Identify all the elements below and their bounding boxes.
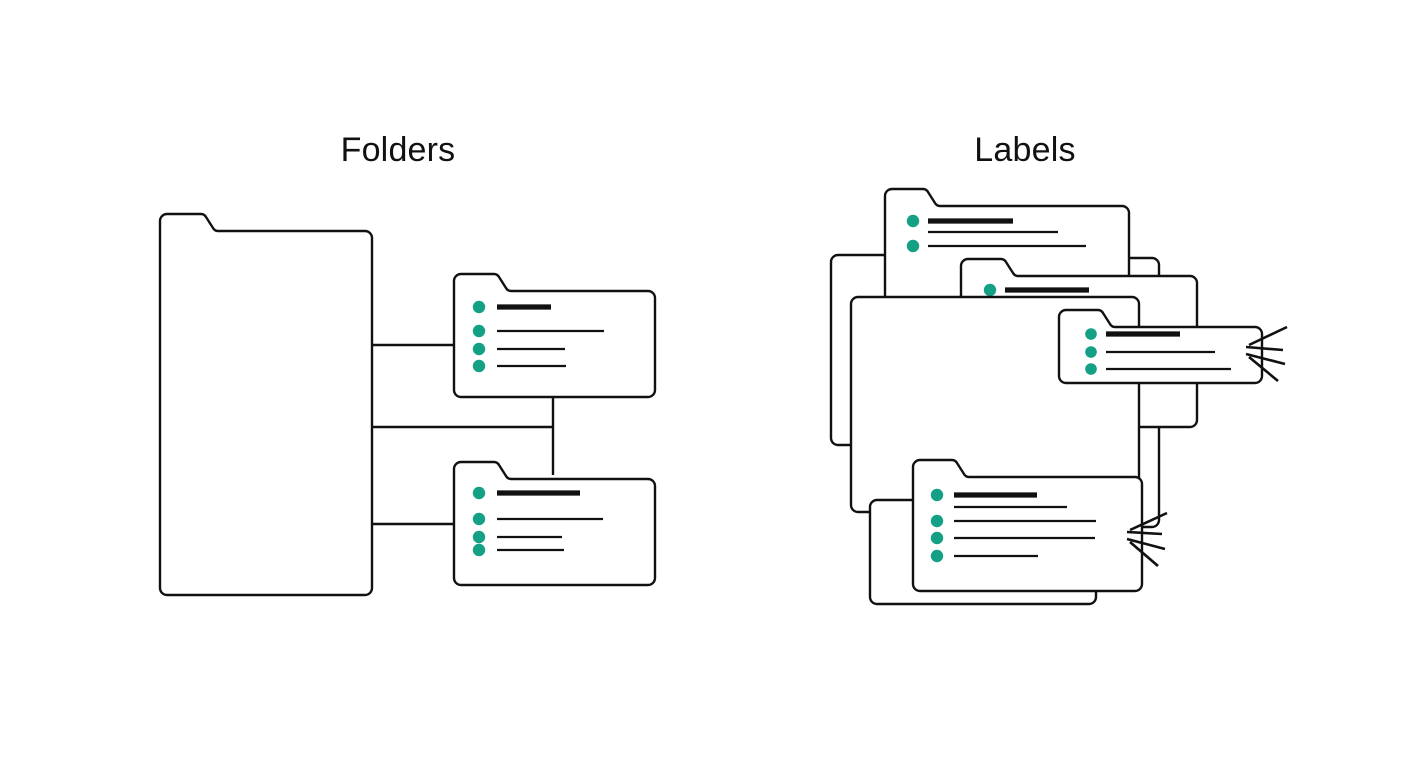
bullet-dot	[1085, 363, 1097, 375]
label-folder-front-sparkle[interactable]	[911, 458, 1168, 593]
bullet-dot	[1085, 328, 1097, 340]
bullet-dot	[472, 300, 486, 314]
bullet-dot	[472, 342, 486, 356]
bullet-dot	[930, 531, 944, 545]
sparkle-icon	[1126, 511, 1168, 567]
sparkle-icon	[1245, 325, 1288, 383]
bullet-dot	[472, 359, 486, 373]
root-folder[interactable]	[158, 212, 374, 597]
bullet-dot	[472, 512, 486, 526]
folders-panel	[158, 212, 657, 597]
bullet-dot	[1085, 346, 1097, 358]
bullet-dot	[472, 530, 486, 544]
child-folder-top[interactable]	[452, 272, 657, 399]
bullet-dot	[472, 486, 486, 500]
bullet-dot	[930, 514, 944, 528]
bullet-dot	[472, 324, 486, 338]
bullet-dot	[983, 283, 997, 297]
page-title-folders: Folders	[340, 131, 456, 169]
bullet-dot	[930, 488, 944, 502]
bullet-dot	[906, 239, 920, 253]
labels-panel	[829, 187, 1288, 606]
bullet-dot	[930, 549, 944, 563]
page-title-labels: Labels	[974, 131, 1076, 169]
child-folder-bottom[interactable]	[452, 460, 657, 587]
label-folder-right-sparkle[interactable]	[1057, 308, 1288, 385]
bullet-dot	[906, 214, 920, 228]
bullet-dot	[472, 543, 486, 557]
folder-connectors	[372, 343, 555, 526]
